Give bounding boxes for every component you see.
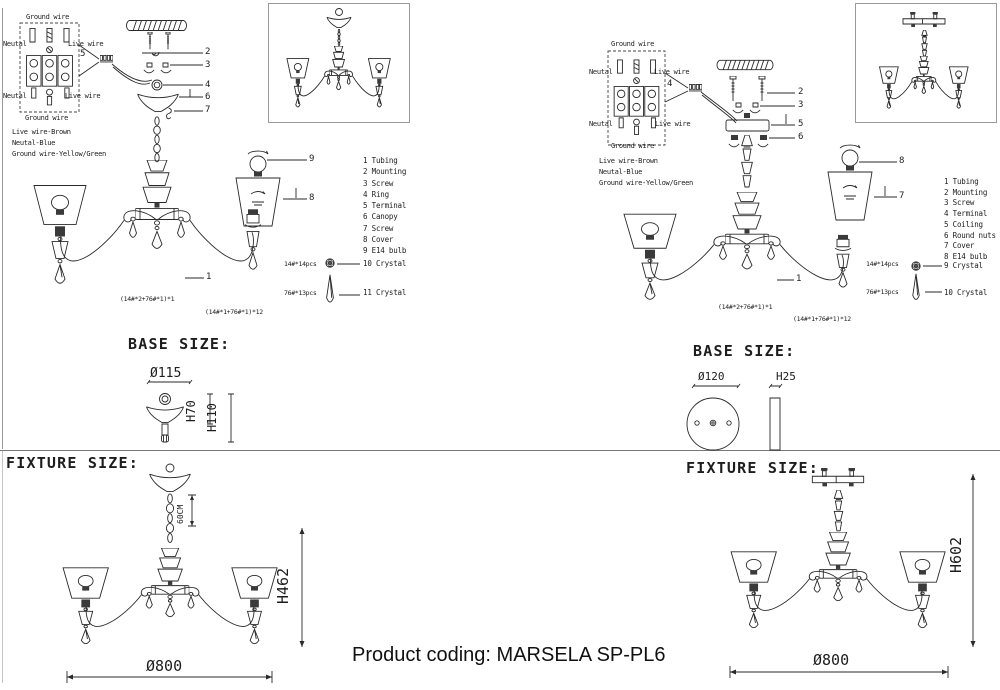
- page-left-border-lower: [2, 451, 3, 683]
- left-ground-wire-top-label: Ground wire: [26, 13, 70, 21]
- left-callout-9: 9: [309, 154, 315, 164]
- right-part-row: 5 Coiling: [944, 219, 983, 229]
- right-ground-wire-top-label: Ground wire: [611, 40, 655, 48]
- right-part-row: 1 Tubing: [944, 177, 979, 186]
- right-fixture-drawing: [665, 468, 976, 688]
- left-product-thumbnail: [269, 4, 409, 122]
- right-callout-4: 4: [667, 79, 673, 89]
- right-crystal2-label: 10 Crystal: [944, 288, 988, 297]
- left-legend-live: Live wire-Brown: [12, 128, 71, 136]
- left-arm-note-center: (14#*2+76#*1)*1: [120, 295, 175, 303]
- left-callout-2: 2: [205, 47, 211, 57]
- right-fixture-size-title: FIXTURE SIZE:: [686, 459, 819, 477]
- left-part-row: 1 Tubing: [363, 156, 398, 165]
- left-part-row: 9 E14 bulb: [363, 246, 407, 256]
- left-part-row: 6 Canopy: [363, 212, 398, 222]
- right-base-h25-label: H25: [776, 370, 796, 383]
- page-left-border: [2, 8, 3, 449]
- left-fixture-size-title: FIXTURE SIZE:: [6, 454, 139, 472]
- right-part-row: 7 Cover: [944, 241, 975, 251]
- right-crystal2-qty: 76#*13pcs: [866, 288, 899, 296]
- right-part-row: 3 Screw: [944, 198, 975, 208]
- left-assembly-drawing: [0, 20, 365, 303]
- left-live-bottom-label: Live wire: [65, 92, 101, 100]
- left-arm-note-right: (14#*1+76#*1)*12: [205, 308, 263, 316]
- right-base-size-title: BASE SIZE:: [693, 342, 796, 360]
- left-fixture-drawing: [5, 462, 305, 688]
- right-arm-note-center: (14#*2+76#*1)*1: [718, 303, 773, 311]
- left-callout-4: 4: [205, 80, 211, 90]
- right-live-top-label: Live wire: [654, 68, 690, 76]
- right-fixture-height-label: H602: [947, 536, 965, 573]
- left-part-row: 7 Screw: [363, 223, 394, 233]
- left-callout-5: 5: [80, 49, 86, 59]
- right-part-row: 2 Mounting: [944, 187, 988, 197]
- left-neutral-top-label: Neutal: [3, 40, 27, 48]
- right-ground-wire-bottom-label: Ground wire: [611, 142, 655, 150]
- right-product-inset: [855, 3, 997, 123]
- left-legend-ground: Ground wire-Yellow/Green: [12, 150, 106, 158]
- right-neutral-top-label: Neutal: [589, 68, 613, 76]
- left-callout-3: 3: [205, 60, 211, 70]
- right-legend-ground: Ground wire-Yellow/Green: [599, 179, 693, 187]
- left-product-inset: [268, 3, 410, 123]
- right-neutral-bottom-label: Neutal: [589, 120, 613, 128]
- left-part-row: 5 Terminal: [363, 201, 407, 211]
- right-crystal1-label: 9 Crystal: [944, 261, 983, 270]
- right-callout-5: 5: [798, 119, 804, 129]
- left-part-row: 4 Ring: [363, 189, 389, 199]
- left-crystal1-label: 10 Crystal: [363, 259, 407, 268]
- right-callout-1: 1: [796, 274, 802, 284]
- right-part-row: 8 E14 bulb: [944, 251, 988, 261]
- right-live-bottom-label: Live wire: [655, 120, 691, 128]
- right-base-drawing: [685, 382, 805, 454]
- left-base-h110-label: H110: [205, 403, 219, 432]
- right-callout-2: 2: [798, 87, 804, 97]
- right-product-thumbnail: [856, 12, 996, 122]
- right-fixture-dia-label: Ø800: [813, 651, 850, 669]
- section-divider-line: [0, 450, 1000, 451]
- right-part-row: 6 Round nuts: [944, 230, 996, 240]
- left-base-size-title: BASE SIZE:: [128, 335, 231, 353]
- left-ground-wire-bottom-label: Ground wire: [25, 114, 69, 122]
- left-base-drawing: [146, 378, 245, 446]
- left-callout-8: 8: [309, 193, 315, 203]
- left-part-row: 2 Mounting: [363, 167, 407, 177]
- right-callout-3: 3: [798, 100, 804, 110]
- right-parts-list: 1 Tubing 2 Mounting 3 Screw 4 Terminal 5…: [944, 177, 996, 263]
- left-crystal2-label: 11 Crystal: [363, 288, 407, 297]
- left-neutral-bottom-label: Neutal: [3, 92, 27, 100]
- right-legend-live: Live wire-Brown: [599, 157, 658, 165]
- left-base-h70-label: H70: [184, 400, 198, 422]
- left-live-top-label: Live wire: [68, 40, 104, 48]
- right-base-dia-label: Ø120: [698, 370, 725, 383]
- left-callout-6: 6: [205, 92, 211, 102]
- left-fixture-chain-label: 60CM: [176, 504, 185, 524]
- left-callout-7: 7: [205, 105, 211, 115]
- left-fixture-height-label: H462: [274, 567, 292, 604]
- left-crystal1-qty: 14#*14pcs: [284, 260, 317, 268]
- right-legend-neutral: Neutal-Blue: [599, 168, 643, 176]
- left-callout-1: 1: [206, 272, 212, 282]
- right-callout-7: 7: [899, 191, 905, 201]
- left-fixture-dia-label: Ø800: [146, 657, 183, 675]
- left-base-dia-label: Ø115: [150, 366, 182, 381]
- right-assembly-drawing: [585, 30, 1000, 300]
- left-legend-neutral: Neutal-Blue: [12, 139, 56, 147]
- right-crystal1-qty: 14#*14pcs: [866, 260, 899, 268]
- right-arm-note-right: (14#*1+76#*1)*12: [793, 315, 851, 323]
- product-coding-text: Product coding: MARSELA SP-PL6: [352, 644, 666, 666]
- right-callout-6: 6: [798, 132, 804, 142]
- right-callout-8: 8: [899, 156, 905, 166]
- left-crystal2-qty: 76#*13pcs: [284, 289, 317, 297]
- right-part-row: 4 Terminal: [944, 209, 988, 219]
- left-parts-list: 1 Tubing 2 Mounting 3 Screw 4 Ring 5 Ter…: [363, 155, 406, 257]
- left-part-row: 8 Cover: [363, 235, 394, 245]
- left-part-row: 3 Screw: [363, 178, 394, 188]
